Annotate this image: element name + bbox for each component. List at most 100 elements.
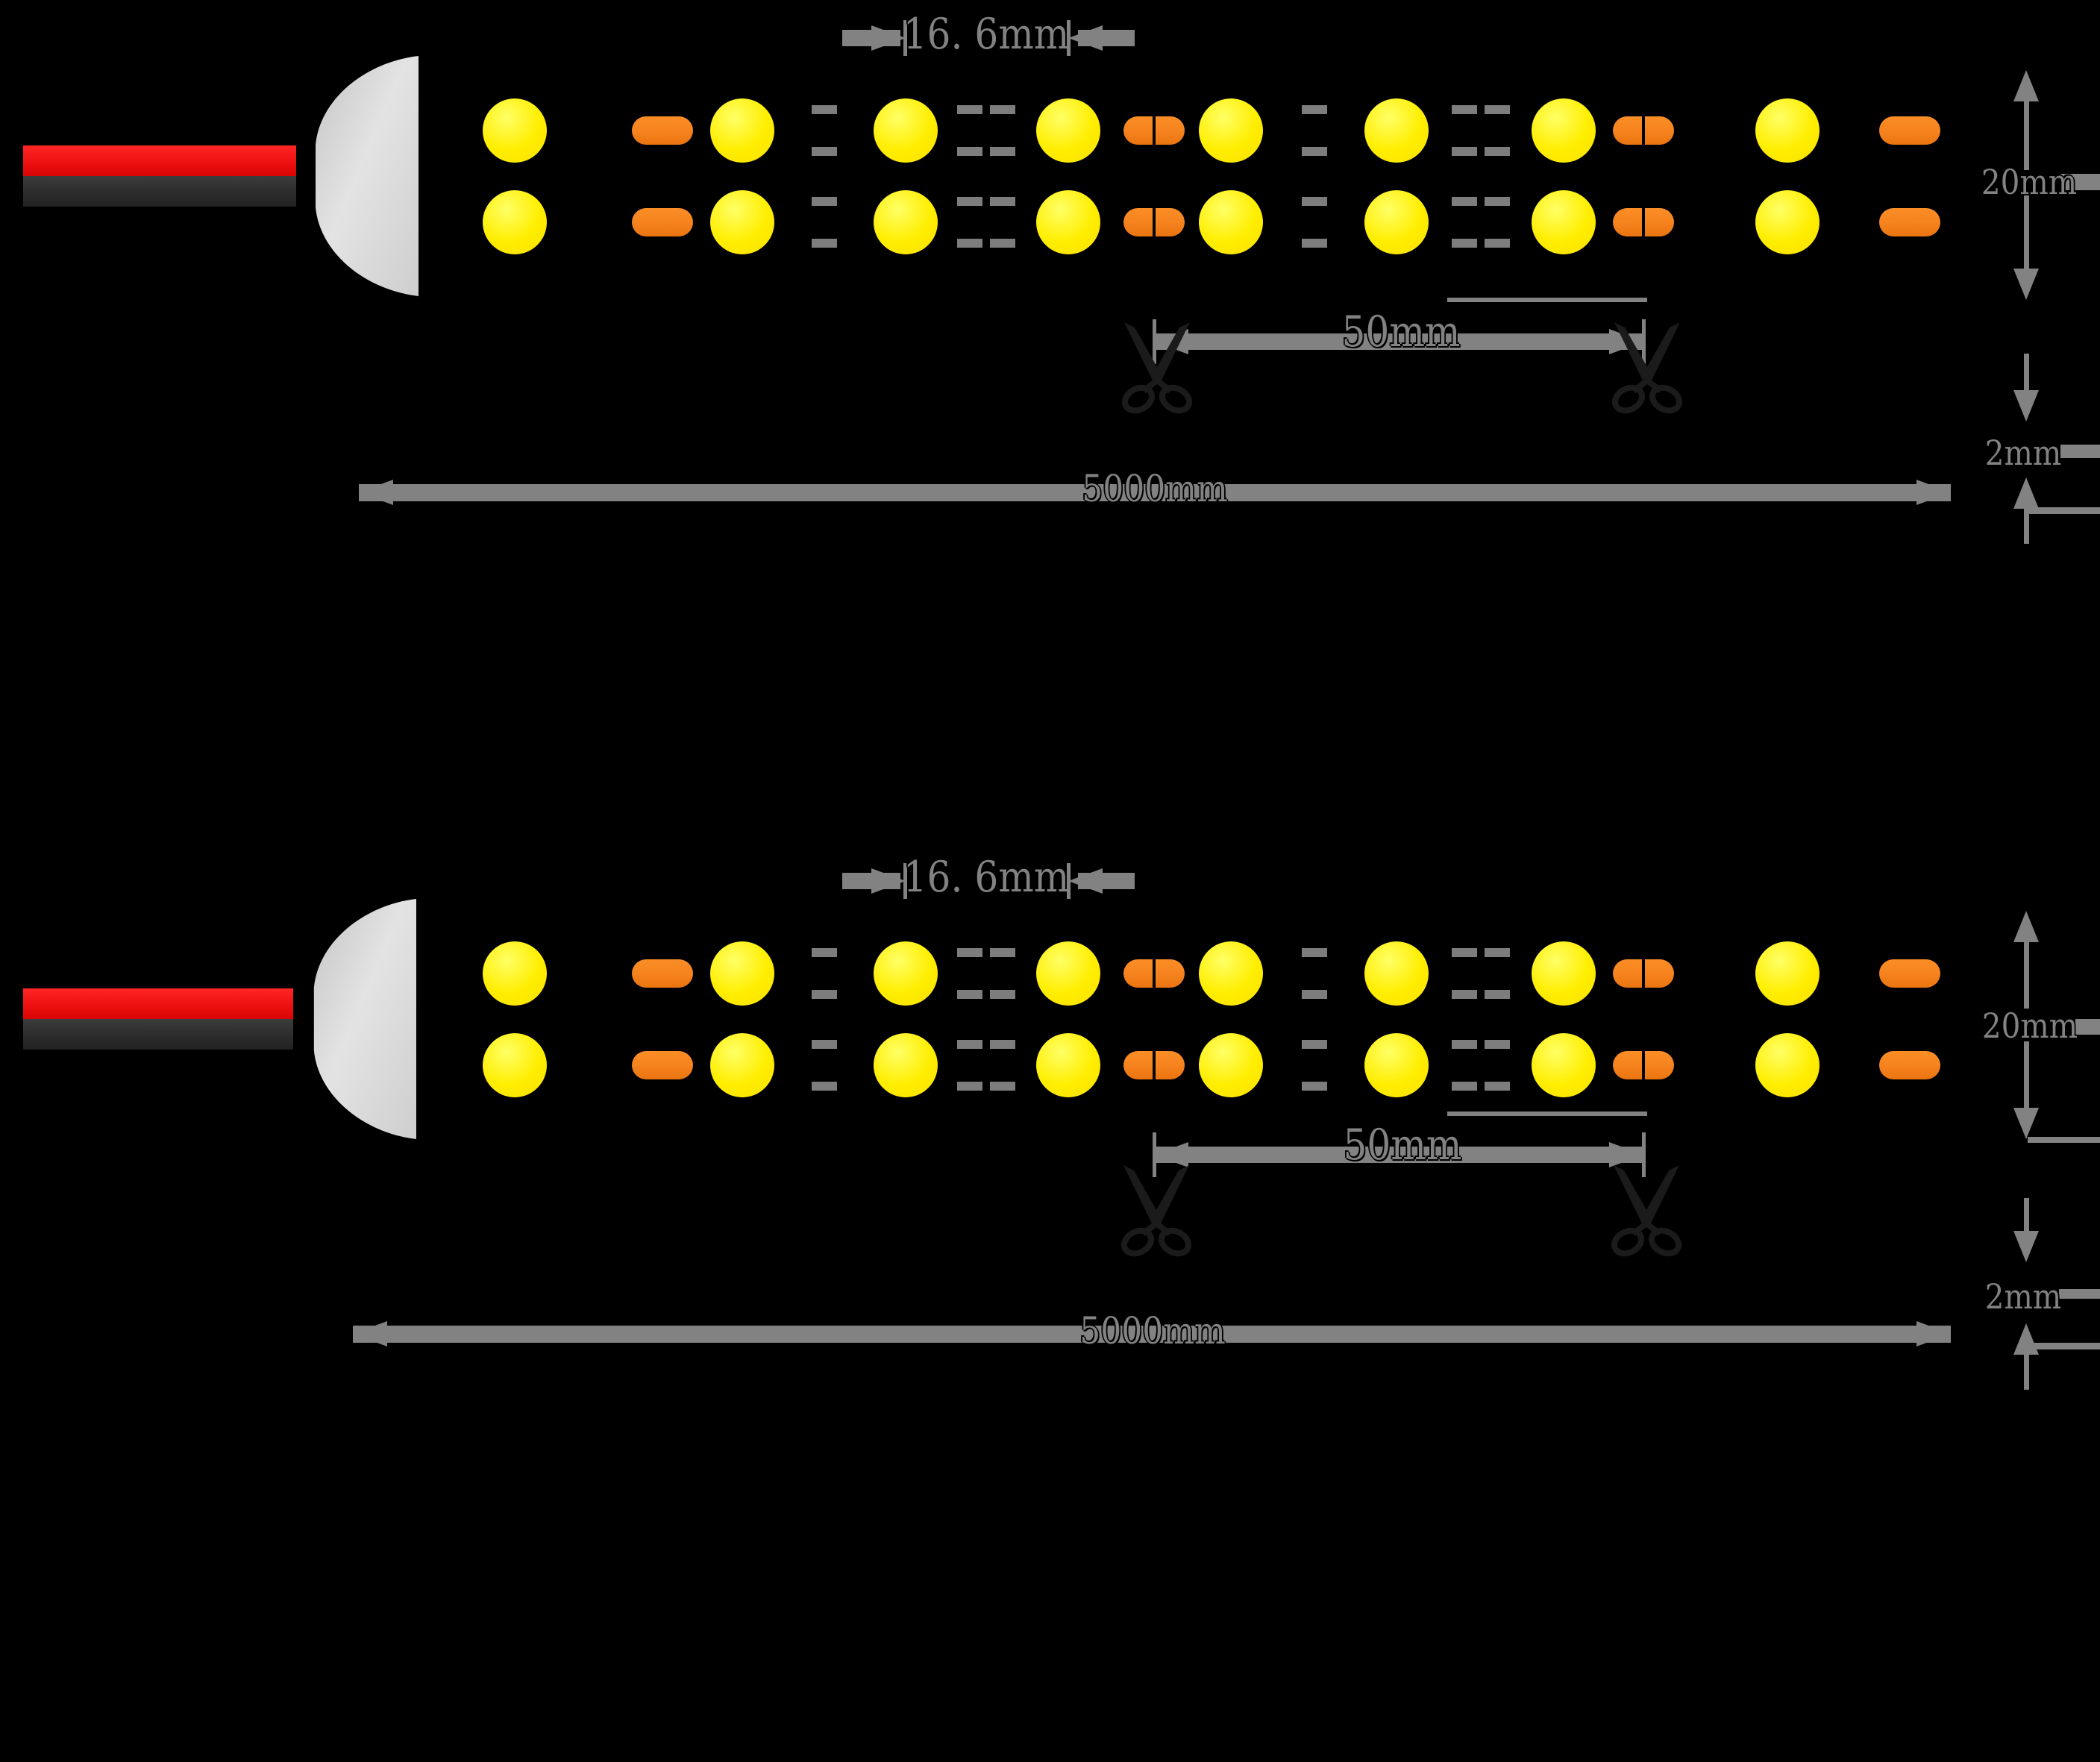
cut-resistor (1613, 1051, 1674, 1079)
side-dim-extension-bar (2028, 1343, 2100, 1349)
solder-pad (1452, 1040, 1477, 1049)
reel-dimension-label: 5000mm (1079, 1309, 1226, 1352)
reel-dim-bar (353, 1326, 1951, 1343)
side-dim-arrow-icon (2013, 390, 2039, 421)
solder-pad (1485, 1040, 1510, 1049)
resistor (1879, 116, 1940, 145)
led (1532, 98, 1596, 163)
power-wire-red (23, 988, 293, 1019)
resistor (632, 208, 693, 236)
led (1036, 98, 1100, 163)
side-dim-line (2024, 936, 2029, 1009)
led (1532, 941, 1596, 1006)
pitch-dim-arrow-icon (871, 25, 906, 51)
solder-pad (990, 105, 1015, 114)
cut-dim-extension-line (1447, 298, 1647, 302)
solder-pad (812, 147, 837, 156)
solder-pad (1452, 1082, 1477, 1091)
scissors-icon (1603, 1165, 1690, 1259)
strip-thickness-label: 2mm (1984, 433, 2062, 473)
cut-line (1642, 959, 1645, 988)
resistor (1879, 959, 1940, 988)
solder-pad (990, 1040, 1015, 1049)
cut-dim-tick (1642, 1132, 1646, 1177)
side-dim-line (2024, 1041, 2029, 1112)
led (1755, 190, 1820, 254)
led (874, 190, 938, 254)
strip-thickness-label: 2mm (1984, 1276, 2062, 1317)
resistor (632, 116, 693, 145)
cut-resistor (1123, 1051, 1185, 1079)
pitch-dim-bar-right (1078, 30, 1135, 46)
side-dim-line (2024, 503, 2029, 544)
cut-line (1153, 208, 1156, 236)
side-dim-arrow-icon (2013, 911, 2039, 942)
led (710, 190, 774, 254)
cut-line (1642, 208, 1645, 236)
led (874, 1033, 938, 1097)
solder-pad (812, 1082, 837, 1091)
solder-pad (957, 239, 982, 248)
solder-pad (1302, 948, 1327, 957)
solder-pad (812, 105, 837, 114)
led (1755, 941, 1820, 1006)
solder-pad (1485, 990, 1510, 999)
solder-pad (1302, 147, 1327, 156)
cut-resistor (1613, 959, 1674, 988)
scissors-icon (1113, 1165, 1200, 1259)
led (874, 941, 938, 1006)
reel-dimension-label: 5000mm (1082, 467, 1228, 510)
solder-pad (957, 1082, 982, 1091)
cut-dim-arrow-icon (1154, 1142, 1188, 1167)
power-wire-black (23, 176, 296, 207)
pitch-dimension-label: 16. 6mm (903, 10, 1070, 59)
side-dim-arrow-icon (2013, 269, 2039, 300)
led (483, 98, 547, 163)
side-dim-arrow-icon (2013, 1108, 2039, 1139)
solder-pad (957, 105, 982, 114)
led (483, 941, 547, 1006)
cut-dim-tick (1153, 319, 1156, 364)
side-dim-line (2024, 195, 2029, 272)
solder-pad (1485, 948, 1510, 957)
led (1036, 190, 1100, 254)
side-dim-extension-bar (2075, 1019, 2100, 1035)
led (1199, 98, 1263, 163)
strip-width-label: 20mm (1981, 162, 2078, 202)
cut-dimension-label: 50mm (1343, 1120, 1462, 1170)
solder-pad (1302, 197, 1327, 206)
solder-pad (957, 948, 982, 957)
solder-pad (812, 1040, 837, 1049)
led (1532, 1033, 1596, 1097)
cut-dim-tick (1642, 319, 1646, 364)
reel-dim-arrow-icon (359, 480, 393, 505)
solder-pad (1302, 1040, 1327, 1049)
led (1364, 1033, 1429, 1097)
cut-line (1153, 1051, 1156, 1079)
resistor (1879, 208, 1940, 236)
solder-pad (957, 1040, 982, 1049)
side-dim-arrow-icon (2013, 70, 2039, 101)
led (710, 98, 774, 163)
reel-dim-arrow-icon (1916, 1321, 1951, 1346)
pitch-dim-arrow-icon (871, 868, 906, 894)
solder-pad (1302, 990, 1327, 999)
solder-pad (812, 197, 837, 206)
side-dim-line (2024, 1198, 2029, 1234)
side-dim-extension-bar (2028, 507, 2100, 514)
resistor (632, 959, 693, 988)
cut-line (1153, 116, 1156, 145)
solder-pad (957, 990, 982, 999)
power-wire-red (23, 145, 296, 176)
solder-pad (1452, 147, 1477, 156)
end-cap-icon (292, 55, 419, 297)
led (483, 190, 547, 254)
solder-pad (990, 990, 1015, 999)
led (710, 1033, 774, 1097)
solder-pad (1452, 105, 1477, 114)
side-dim-arrow-icon (2013, 1231, 2039, 1262)
strip-width-label: 20mm (1981, 1006, 2078, 1046)
reel-dim-arrow-icon (1916, 480, 1951, 505)
side-dim-line (2024, 1353, 2029, 1390)
